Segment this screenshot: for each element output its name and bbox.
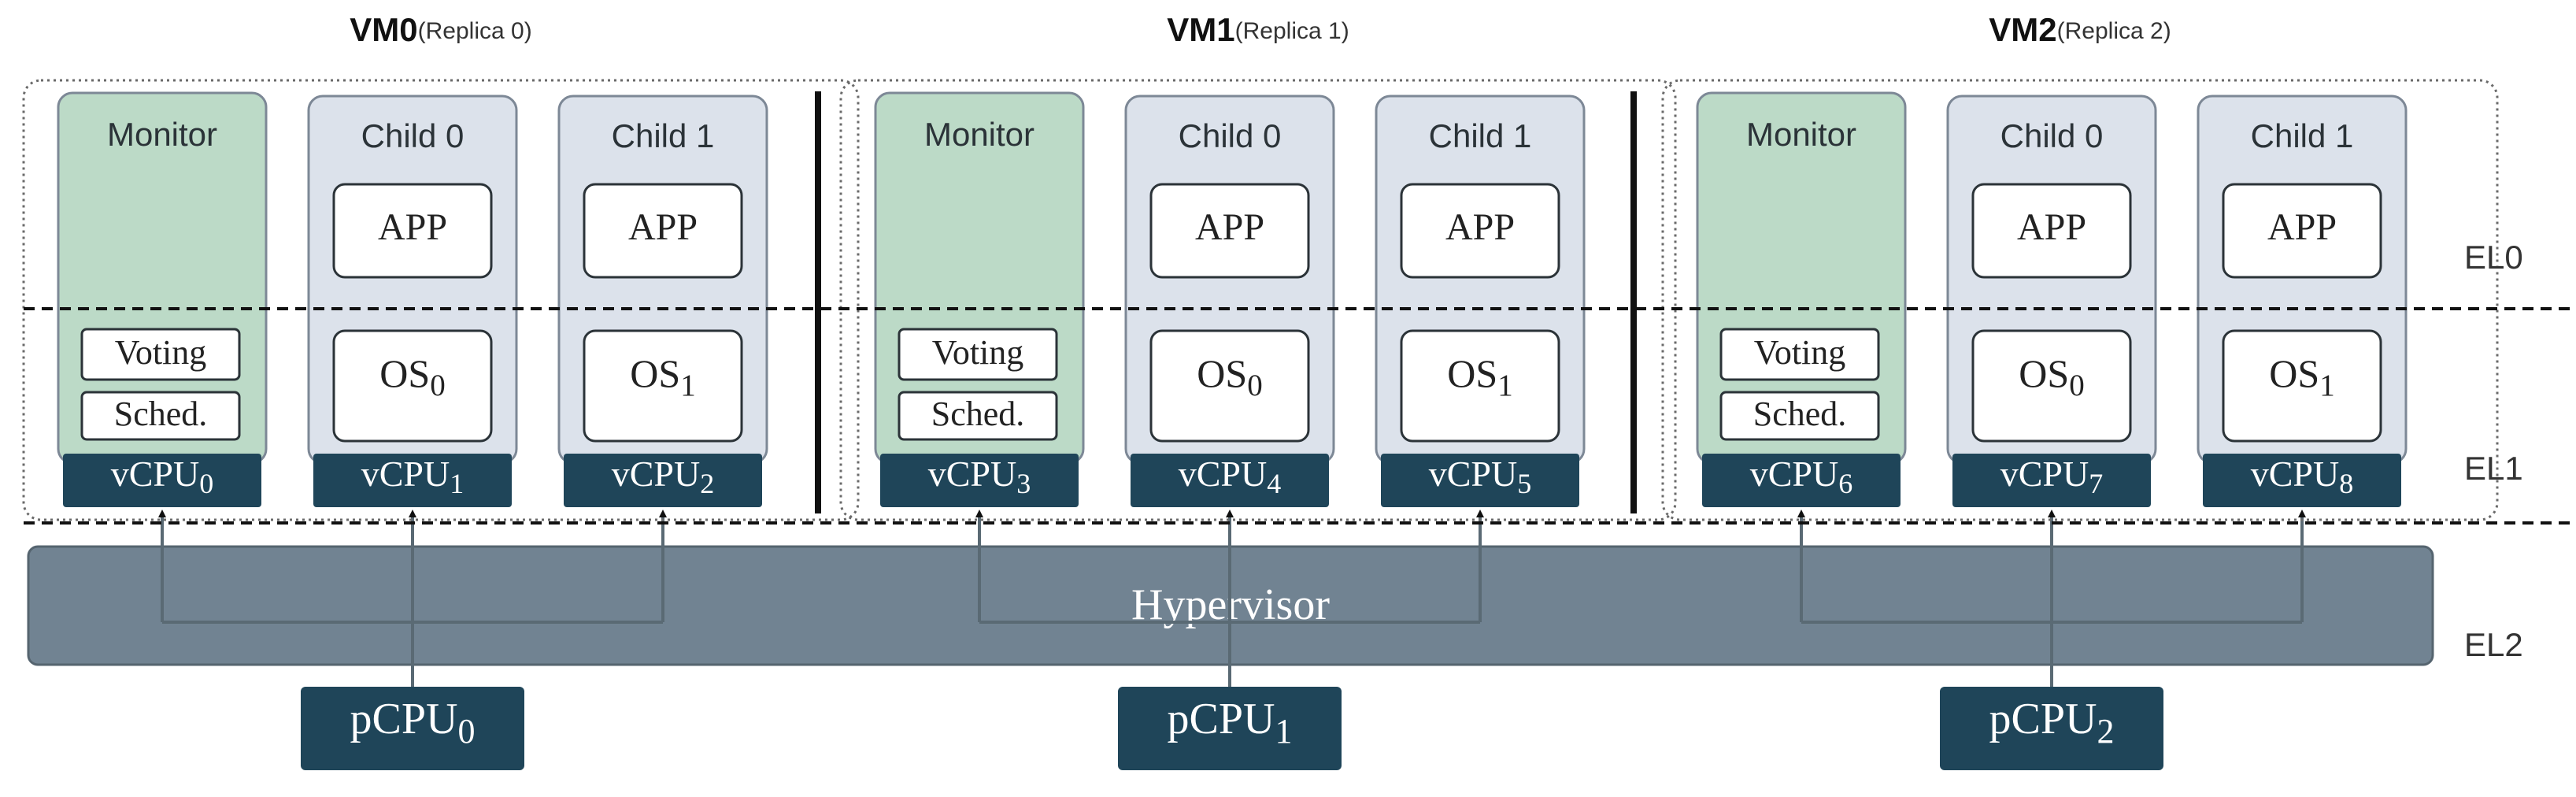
child-label-1-0: Child 0 [1179, 117, 1282, 154]
child-label-2-1: Child 1 [2251, 117, 2354, 154]
os-box-0-0 [332, 329, 493, 443]
os-box-1-1 [1400, 329, 1560, 443]
app-box-1-0 [1149, 183, 1310, 279]
sched-box-2 [1719, 391, 1880, 441]
child-label-1-1: Child 1 [1429, 117, 1532, 154]
el0-label: EL0 [2464, 239, 2523, 276]
vcpu-label-2: vCPU2 [612, 454, 714, 500]
child-label-0-0: Child 0 [361, 117, 464, 154]
sched-label-0: Sched. [114, 395, 208, 433]
os-box-0-1 [583, 329, 743, 443]
os-label-1-1: OS1 [1447, 351, 1512, 402]
vcpu-box-8 [2203, 454, 2401, 507]
sched-label-2: Sched. [1753, 395, 1847, 433]
vcpu-label-8: vCPU8 [2251, 454, 2353, 500]
vcpu-box-3 [880, 454, 1079, 507]
vcpu-box-2 [564, 454, 762, 507]
vcpu-label-6: vCPU6 [1750, 454, 1852, 500]
app-label-2-0: APP [2017, 206, 2086, 248]
connector-layer [158, 510, 2306, 690]
pcpu-box-1 [1118, 687, 1342, 770]
os-label-1-0: OS0 [1197, 351, 1262, 402]
voting-label-0: Voting [115, 333, 207, 372]
app-box-2-1 [2222, 183, 2382, 279]
vcpu-box-4 [1131, 454, 1329, 507]
vcpu-label-3: vCPU3 [928, 454, 1031, 500]
os-label-0-0: OS0 [379, 351, 445, 402]
vm-title-2: VM2(Replica 2) [1989, 11, 2171, 48]
sched-label-1: Sched. [931, 395, 1025, 433]
vcpu-label-7: vCPU7 [2000, 454, 2103, 500]
pcpu-layer: pCPU0 pCPU1 pCPU2 [301, 687, 2163, 770]
app-box-0-1 [583, 183, 743, 279]
vcpu-label-5: vCPU5 [1429, 454, 1531, 500]
child-label-2-0: Child 0 [2000, 117, 2104, 154]
vcpu-label-0: vCPU0 [111, 454, 213, 500]
vcpu-label-4: vCPU4 [1179, 454, 1281, 500]
el1-label: EL1 [2464, 450, 2523, 487]
pcpu-label-1: pCPU1 [1168, 695, 1293, 751]
pcpu-box-0 [301, 687, 524, 770]
os-label-2-0: OS0 [2019, 351, 2084, 402]
app-label-0-1: APP [628, 206, 698, 248]
app-label-1-0: APP [1195, 206, 1264, 248]
vm-container-0 [22, 79, 860, 521]
os-label-0-1: OS1 [630, 351, 695, 402]
app-label-2-1: APP [2267, 206, 2337, 248]
vcpu-box-6 [1702, 454, 1901, 507]
pcpu-box-2 [1940, 687, 2163, 770]
vcpu-label-1: vCPU1 [361, 454, 464, 500]
voting-box-1 [898, 328, 1058, 381]
voting-box-2 [1719, 328, 1880, 381]
os-label-2-1: OS1 [2269, 351, 2334, 402]
voting-label-2: Voting [1754, 333, 1846, 372]
app-box-2-0 [1971, 183, 2132, 279]
vm-title-0: VM0(Replica 0) [350, 11, 531, 48]
pcpu-label-0: pCPU0 [350, 695, 476, 751]
voting-label-1: Voting [932, 333, 1024, 372]
vcpu-box-1 [313, 454, 512, 507]
app-label-1-1: APP [1445, 206, 1515, 248]
os-box-1-0 [1149, 329, 1310, 443]
app-box-1-1 [1400, 183, 1560, 279]
voting-box-0 [80, 328, 241, 381]
vcpu-box-7 [1952, 454, 2151, 507]
pcpu-label-2: pCPU2 [1989, 695, 2115, 751]
vm-container-2 [1661, 79, 2499, 521]
child-label-0-1: Child 1 [612, 117, 715, 154]
monitor-label-1: Monitor [924, 116, 1034, 153]
os-box-2-1 [2222, 329, 2382, 443]
os-box-2-0 [1971, 329, 2132, 443]
vcpu-box-5 [1381, 454, 1579, 507]
sched-box-1 [898, 391, 1058, 441]
app-box-0-0 [332, 183, 493, 279]
monitor-label-0: Monitor [107, 116, 217, 153]
vm-container-1 [839, 79, 1677, 521]
vm-title-1: VM1(Replica 1) [1167, 11, 1349, 48]
monitor-label-2: Monitor [1746, 116, 1856, 153]
vcpu-box-0 [63, 454, 261, 507]
level-divider-layer [24, 307, 2571, 525]
el2-label: EL2 [2464, 626, 2523, 663]
app-label-0-0: APP [378, 206, 447, 248]
sched-box-0 [80, 391, 241, 441]
